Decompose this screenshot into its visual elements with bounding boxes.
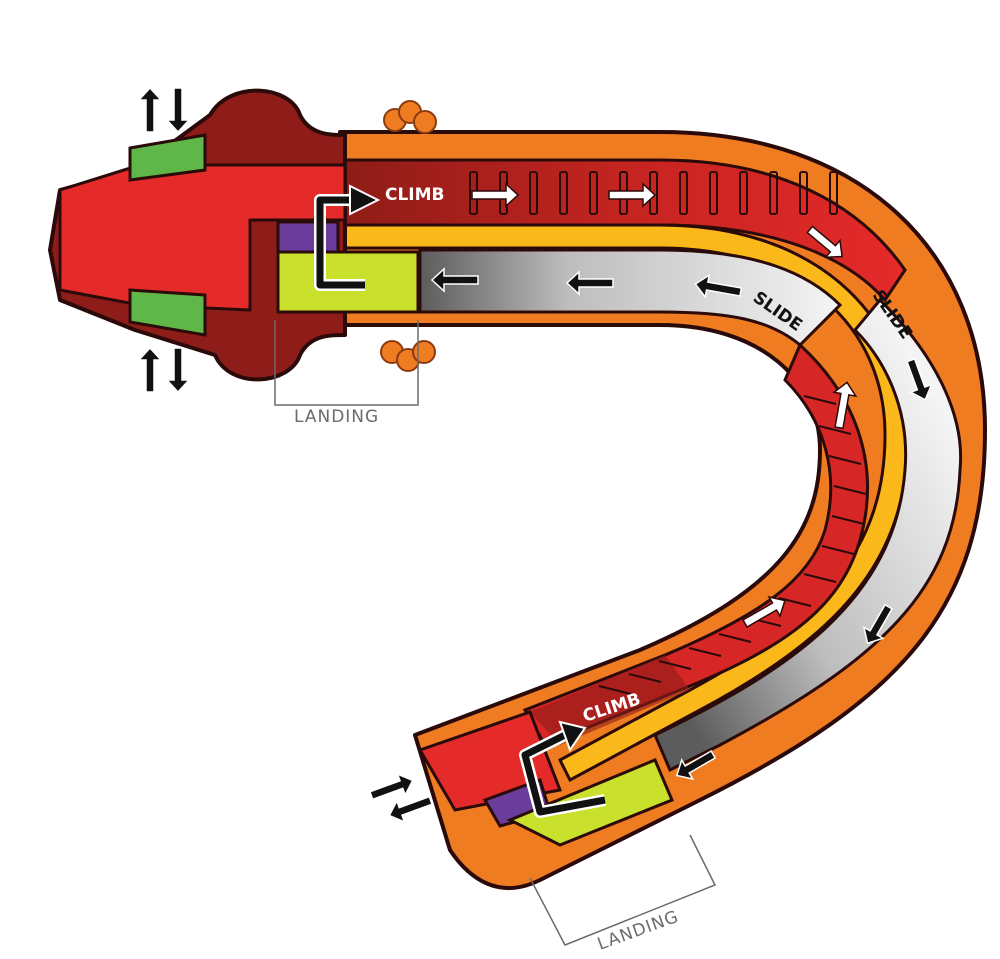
label-landing-top: LANDING	[294, 407, 379, 427]
landing-bracket-bottom	[529, 834, 717, 946]
slat	[658, 660, 692, 670]
slat	[709, 171, 718, 215]
flow-arrow	[694, 273, 743, 299]
label-climb-top: CLIMB	[385, 185, 445, 205]
flow-arrow	[368, 772, 414, 801]
flow-arrow	[137, 346, 163, 393]
flow-arrow	[806, 225, 843, 259]
flow-arrow	[608, 182, 657, 208]
flow-arrow	[137, 86, 163, 133]
climb-band-bottom	[530, 655, 690, 745]
green-pad-top	[128, 133, 207, 182]
slat	[829, 171, 838, 215]
slat	[833, 485, 867, 495]
head-front	[58, 163, 347, 312]
slide-band-outer	[653, 297, 963, 773]
climb-route-bottom-head	[558, 720, 587, 753]
slat	[628, 673, 662, 683]
flow-arrow	[165, 87, 191, 134]
flower-bottom	[380, 340, 436, 372]
slat	[803, 395, 837, 405]
flow-arrow	[430, 267, 479, 293]
flow-arrow	[906, 357, 933, 401]
flower-top	[383, 100, 437, 134]
slat	[803, 573, 837, 583]
slat	[799, 171, 808, 215]
slat	[589, 171, 598, 215]
flow-arrow	[165, 347, 191, 394]
slat	[679, 171, 688, 215]
label-landing-bottom: LANDING	[595, 907, 682, 955]
flow-arrow	[742, 595, 786, 628]
landing-bracket-top	[274, 320, 419, 406]
flow-arrow	[388, 795, 434, 824]
slat	[529, 171, 538, 215]
flow-arrow	[832, 381, 858, 430]
flow-arrow	[675, 750, 717, 781]
green-pad-bottom	[128, 288, 207, 337]
purple-block-top	[276, 220, 340, 254]
slat	[831, 515, 865, 525]
flow-arrow	[862, 603, 893, 645]
slide-band-top	[418, 248, 843, 348]
slat	[598, 685, 632, 695]
climb-route-top-head	[349, 184, 381, 216]
climb-route-top-inner	[316, 196, 365, 289]
flow-arrow	[565, 270, 614, 296]
flow-arrow	[471, 182, 520, 208]
slat	[818, 425, 852, 435]
slat	[821, 545, 855, 555]
slat	[739, 171, 748, 215]
flow-arrows	[137, 86, 933, 824]
slat	[559, 171, 568, 215]
slat	[769, 171, 778, 215]
slat	[828, 455, 862, 465]
slat	[688, 647, 722, 657]
climb-route-bottom-inner	[521, 731, 606, 816]
slat	[718, 633, 752, 643]
slat	[778, 597, 812, 607]
